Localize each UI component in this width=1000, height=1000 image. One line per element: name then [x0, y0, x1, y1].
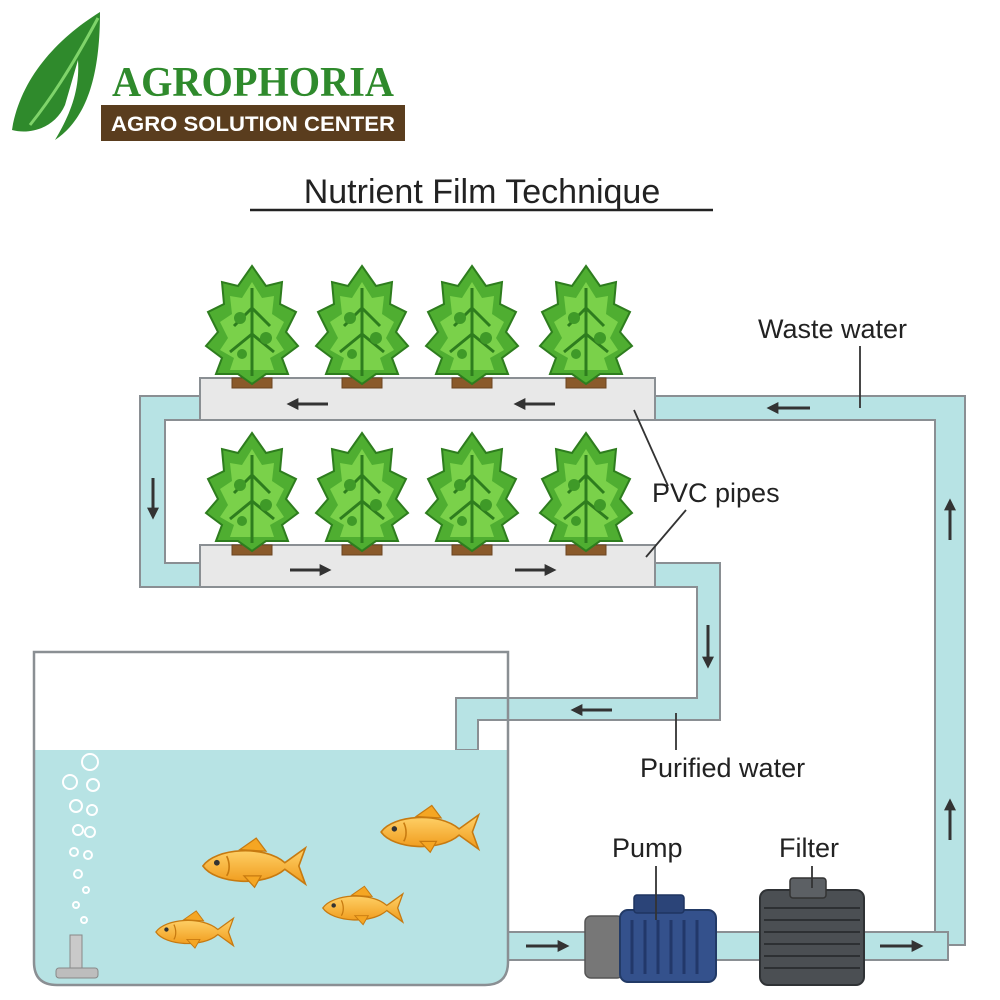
- bubble-icon: [72, 824, 84, 836]
- label-pvc-pipes: PVC pipes: [652, 478, 780, 508]
- leaf-icon: [12, 12, 100, 140]
- filter: [759, 877, 865, 986]
- plant-icon: [314, 431, 410, 553]
- diagram-title: Nutrient Film Technique: [304, 173, 661, 211]
- logo-tagline-bar: [101, 105, 405, 141]
- flow-arrows: [147, 398, 956, 952]
- logo-tagline: AGRO SOLUTION CENTER: [111, 113, 395, 136]
- label-filter: Filter: [779, 833, 839, 863]
- label-waste-water: Waste water: [758, 314, 907, 344]
- bubble-icon: [80, 916, 88, 924]
- plant-icon: [538, 431, 634, 553]
- plants-top-row: [204, 264, 634, 386]
- pump: [584, 894, 717, 983]
- bubble-icon: [81, 753, 99, 771]
- label-pump: Pump: [612, 833, 683, 863]
- logo-name: AGROPHORIA: [112, 60, 395, 106]
- bubble-icon: [86, 804, 98, 816]
- plant-icon: [424, 431, 520, 553]
- leader-lines: [633, 346, 861, 920]
- bubble-icon: [69, 799, 83, 813]
- plant-icon: [424, 264, 520, 386]
- plant-icon: [204, 431, 300, 553]
- bubble-icon: [69, 847, 79, 857]
- bubble-icon: [72, 901, 80, 909]
- aerator-icon: [55, 934, 99, 979]
- logo: AGROPHORIA AGRO SOLUTION CENTER: [12, 12, 405, 141]
- plant-icon: [538, 264, 634, 386]
- bubble-icon: [73, 869, 83, 879]
- pipe-network: [139, 395, 966, 961]
- bubble-icon: [86, 778, 100, 792]
- bubble-icon: [62, 774, 78, 790]
- plant-icon: [204, 264, 300, 386]
- plant-icon: [314, 264, 410, 386]
- bubble-icon: [82, 886, 90, 894]
- label-purified-water: Purified water: [640, 753, 805, 783]
- bubbles: [62, 753, 100, 924]
- bubble-icon: [83, 850, 93, 860]
- bubble-icon: [84, 826, 96, 838]
- plants-bottom-row: [204, 431, 634, 553]
- tank-wall: [32, 650, 510, 987]
